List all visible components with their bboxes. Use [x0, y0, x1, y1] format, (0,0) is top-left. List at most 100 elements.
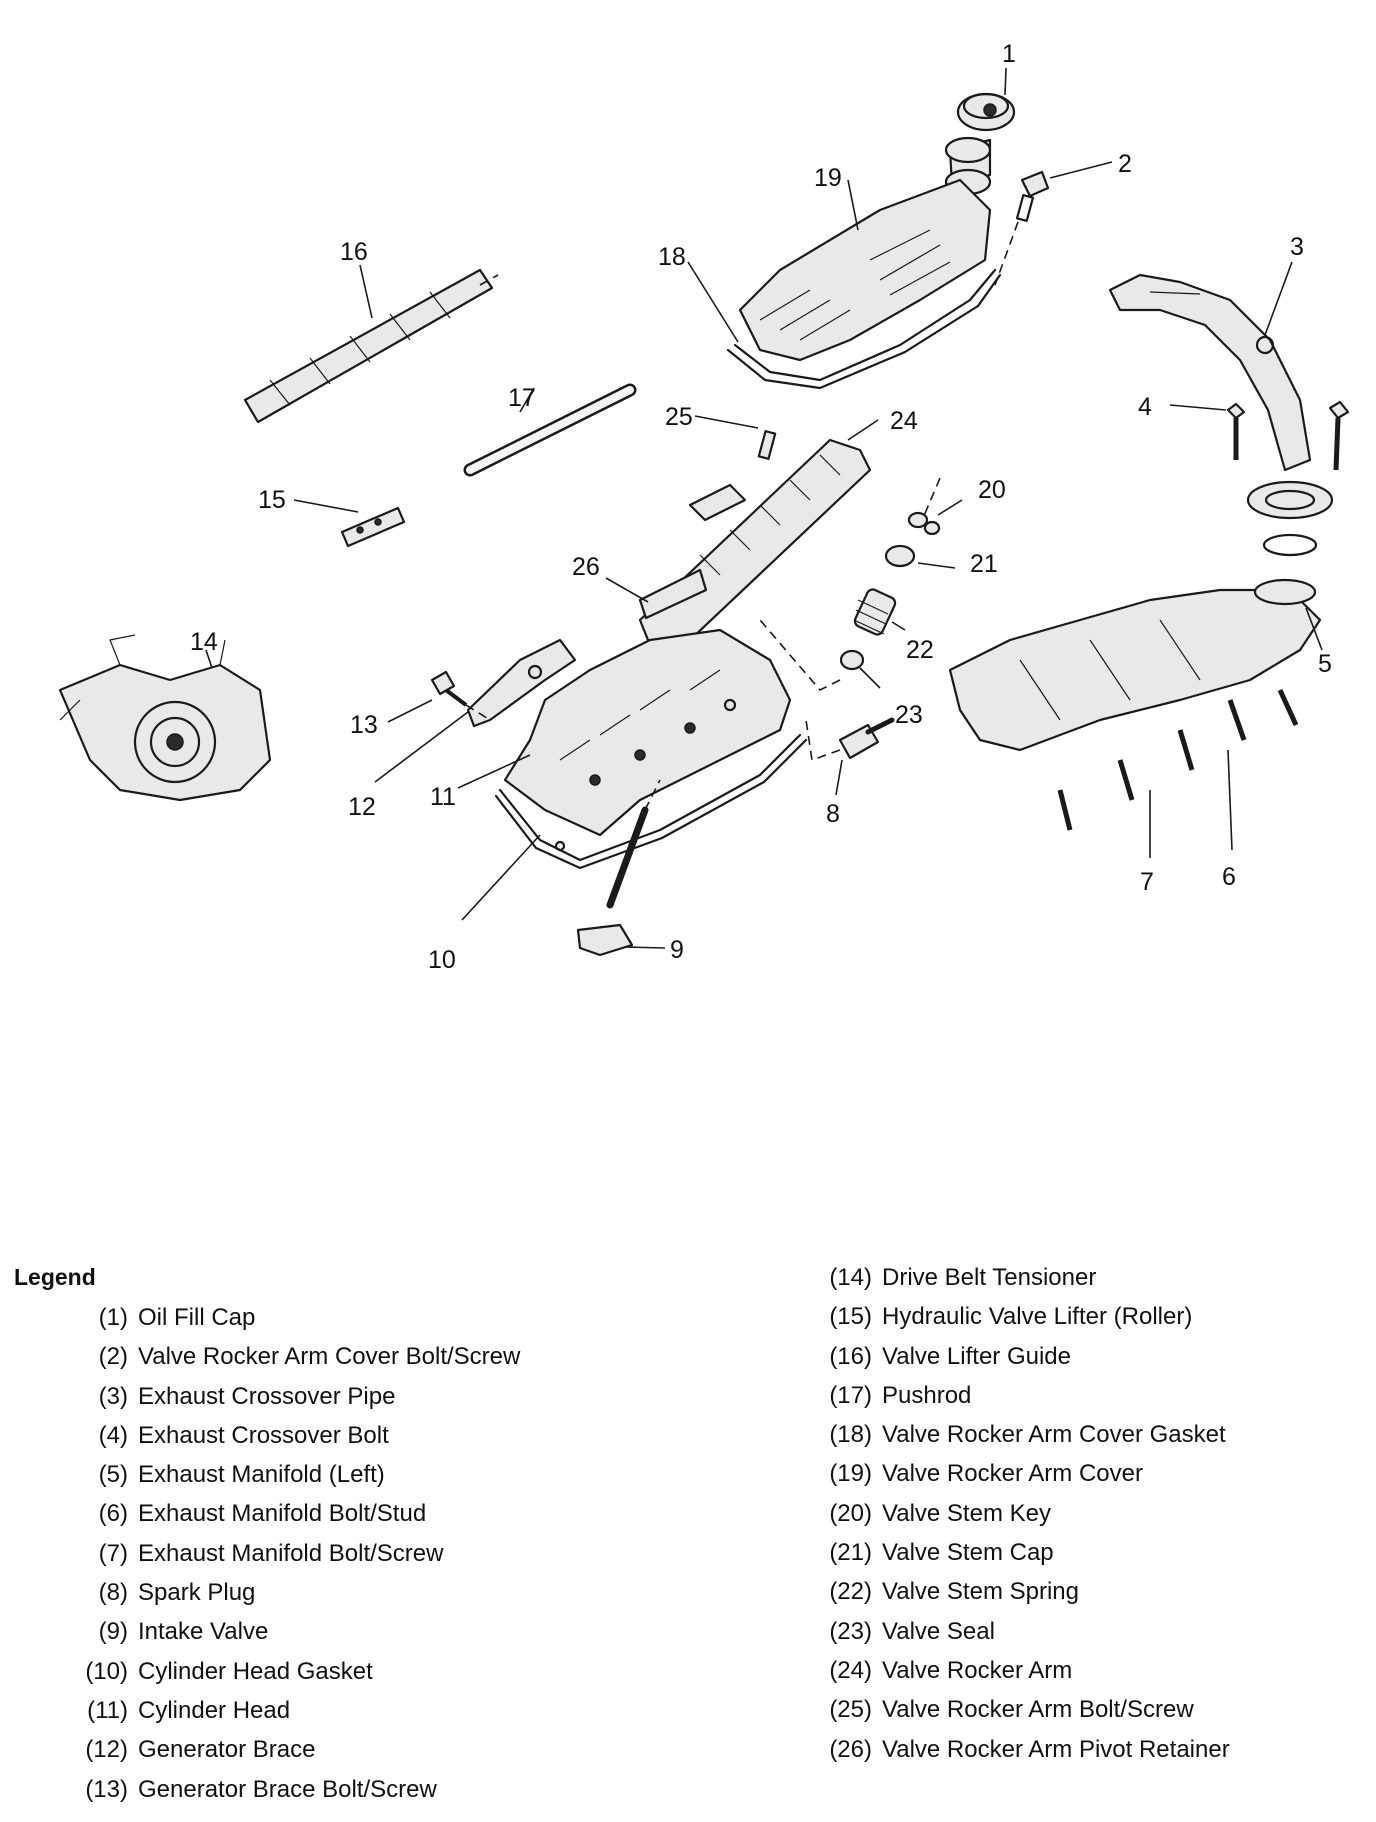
legend-item-label: Intake Valve: [138, 1618, 269, 1646]
legend-item-number: (12): [85, 1736, 128, 1764]
legend-item: (2)Valve Rocker Arm Cover Bolt/Screw: [66, 1343, 521, 1382]
legend-item-label: Cylinder Head: [138, 1696, 291, 1724]
legend-item-number: (1): [98, 1304, 128, 1331]
legend-item: (24) Valve Rocker Arm: [810, 1657, 1230, 1696]
callout-16: 16: [340, 238, 368, 266]
legend-item-number: (23): [829, 1617, 872, 1645]
exhaust-crossover-pipe-part: [1108, 273, 1350, 557]
legend-item-number: (10): [85, 1657, 128, 1685]
callout-7: 7: [1140, 868, 1154, 896]
legend-item: (4) Exhaust Crossover Bolt: [66, 1422, 520, 1461]
legend-item-label: Valve Rocker Arm Cover: [882, 1460, 1143, 1488]
legend-item: (21) Valve Stem Cap: [810, 1539, 1230, 1578]
callout-8: 8: [826, 800, 840, 828]
legend-column-right: (14)Drive Belt Tensioner(15)Hydraulic Va…: [810, 1264, 1230, 1775]
legend-item-number: (18): [829, 1421, 872, 1449]
callout-9: 9: [670, 936, 684, 964]
legend-item-label: Valve Stem Cap: [882, 1539, 1054, 1567]
legend-item-number: (4): [98, 1421, 128, 1449]
legend-item: (26) Valve Rocker Arm Pivot Retainer: [810, 1735, 1230, 1775]
callout-5: 5: [1318, 650, 1332, 678]
legend-item: (23) Valve Seal: [810, 1618, 1230, 1657]
legend-item-label: Generator Brace: [138, 1736, 316, 1764]
legend-item-label: Exhaust Manifold Bolt/Screw: [138, 1539, 444, 1567]
legend-item: (6) Exhaust Manifold Bolt/Stud: [66, 1500, 520, 1539]
exhaust-manifold-part: [948, 578, 1322, 831]
callout-1: 1: [1002, 40, 1016, 68]
callout-20: 20: [978, 476, 1006, 504]
callout-21: 21: [970, 550, 998, 578]
legend-item-number: (24): [829, 1656, 872, 1684]
legend-item: (25)Valve Rocker Arm Bolt/Screw: [810, 1696, 1230, 1735]
manifold-stud-group: [1057, 688, 1299, 831]
legend-item: (1)Oil Fill Cap: [66, 1304, 520, 1343]
legend-item-number: (6): [98, 1500, 128, 1528]
legend-item-number: (15): [829, 1303, 872, 1331]
legend-item: (8) Spark Plug: [66, 1579, 520, 1618]
callout-2: 2: [1118, 150, 1132, 178]
legend-item: (7) Exhaust Manifold Bolt/Screw: [66, 1540, 520, 1579]
legend-item: (15)Hydraulic Valve Lifter (Roller): [810, 1303, 1230, 1342]
legend-item-number: (3): [98, 1382, 128, 1410]
legend-item-label: Valve Rocker Arm Pivot Retainer: [882, 1735, 1230, 1763]
legend-item-number: (13): [85, 1775, 128, 1803]
legend-item-label: Exhaust Manifold Bolt/Stud: [138, 1500, 427, 1528]
legend-item-label: Valve Stem Key: [882, 1499, 1051, 1527]
generator-brace-part: [430, 638, 577, 728]
rocker-arm-assembly-part: [638, 430, 872, 647]
legend-item: (12) Generator Brace: [66, 1736, 520, 1775]
legend-item: (9) Intake Valve: [66, 1618, 520, 1657]
legend-item-number: (16): [829, 1342, 872, 1370]
legend-item: (5)Exhaust Manifold (Left): [66, 1461, 520, 1500]
callout-13: 13: [350, 711, 378, 739]
legend-title: Legend: [14, 1264, 96, 1290]
legend-item-label: Pushrod: [882, 1381, 972, 1409]
legend-item-label: Valve Seal: [882, 1617, 995, 1645]
callout-19: 19: [814, 164, 842, 192]
legend-item: (20) Valve Stem Key: [810, 1500, 1230, 1539]
pushrod-part: [463, 383, 637, 477]
legend-item-label: Valve Rocker Arm: [882, 1656, 1073, 1684]
callout-labels: 1 2 3 4 5 6 7 8 9 10 11 12 13 14 15 16 1…: [190, 40, 1332, 974]
callout-3: 3: [1290, 233, 1304, 261]
legend-item: (13) Generator Brace Bolt/Screw: [66, 1776, 520, 1815]
legend-item-label: Valve Rocker Arm Bolt/Screw: [882, 1696, 1194, 1724]
legend-item-label: Spark Plug: [138, 1579, 256, 1607]
legend-item-number: (11): [87, 1696, 128, 1724]
legend-item: (14)Drive Belt Tensioner: [810, 1264, 1230, 1303]
legend-item-number: (26): [829, 1735, 872, 1763]
callout-12: 12: [348, 793, 376, 821]
legend-item: (22) Valve Stem Spring: [810, 1578, 1230, 1617]
legend-item-label: Valve Stem Spring: [882, 1578, 1079, 1606]
legend-item-label: Valve Rocker Arm Cover Gasket: [882, 1421, 1226, 1449]
valve-spring-stack-part: [759, 477, 941, 691]
legend-item: (3) Exhaust Crossover Pipe: [66, 1383, 520, 1422]
legend-item-number: (5): [98, 1461, 128, 1489]
callout-22: 22: [906, 636, 934, 664]
legend-item-number: (19): [829, 1460, 872, 1488]
callout-15: 15: [258, 486, 286, 514]
legend-item-number: (22): [829, 1578, 872, 1606]
legend-item: (10)Cylinder Head Gasket: [66, 1658, 520, 1697]
callout-18: 18: [658, 243, 686, 271]
callout-11: 11: [430, 783, 456, 811]
legend-item: (19) Valve Rocker Arm Cover: [810, 1460, 1230, 1499]
legend-item-number: (8): [98, 1579, 128, 1607]
hydraulic-lifter-part: [340, 506, 406, 548]
legend-item: (18) Valve Rocker Arm Cover Gasket: [810, 1421, 1230, 1460]
legend-item-number: (9): [98, 1618, 128, 1646]
legend-item-label: Valve Lifter Guide: [882, 1342, 1071, 1370]
legend-item-number: (7): [98, 1539, 128, 1567]
exploded-view-diagram: 1 2 3 4 5 6 7 8 9 10 11 12 13 14 15 16 1…: [58, 40, 1350, 974]
legend-item-number: (21): [829, 1539, 872, 1567]
legend-item-label: Exhaust Crossover Pipe: [138, 1382, 396, 1410]
legend-column-left: (1)Oil Fill Cap(2)Valve Rocker Arm Cover…: [66, 1304, 520, 1815]
legend-item-label: Generator Brace Bolt/Screw: [138, 1775, 437, 1803]
intake-valve-part: [576, 779, 661, 957]
legend-item-number: (20): [829, 1499, 872, 1527]
legend-item-label: Exhaust Crossover Bolt: [138, 1421, 389, 1449]
legend-item: (17)Pushrod: [810, 1382, 1230, 1421]
parts-legend: Legend (1)Oil Fill Cap(2)Valve Rocker Ar…: [0, 1240, 1376, 1803]
callout-26: 26: [572, 553, 600, 581]
callout-25: 25: [665, 403, 693, 431]
